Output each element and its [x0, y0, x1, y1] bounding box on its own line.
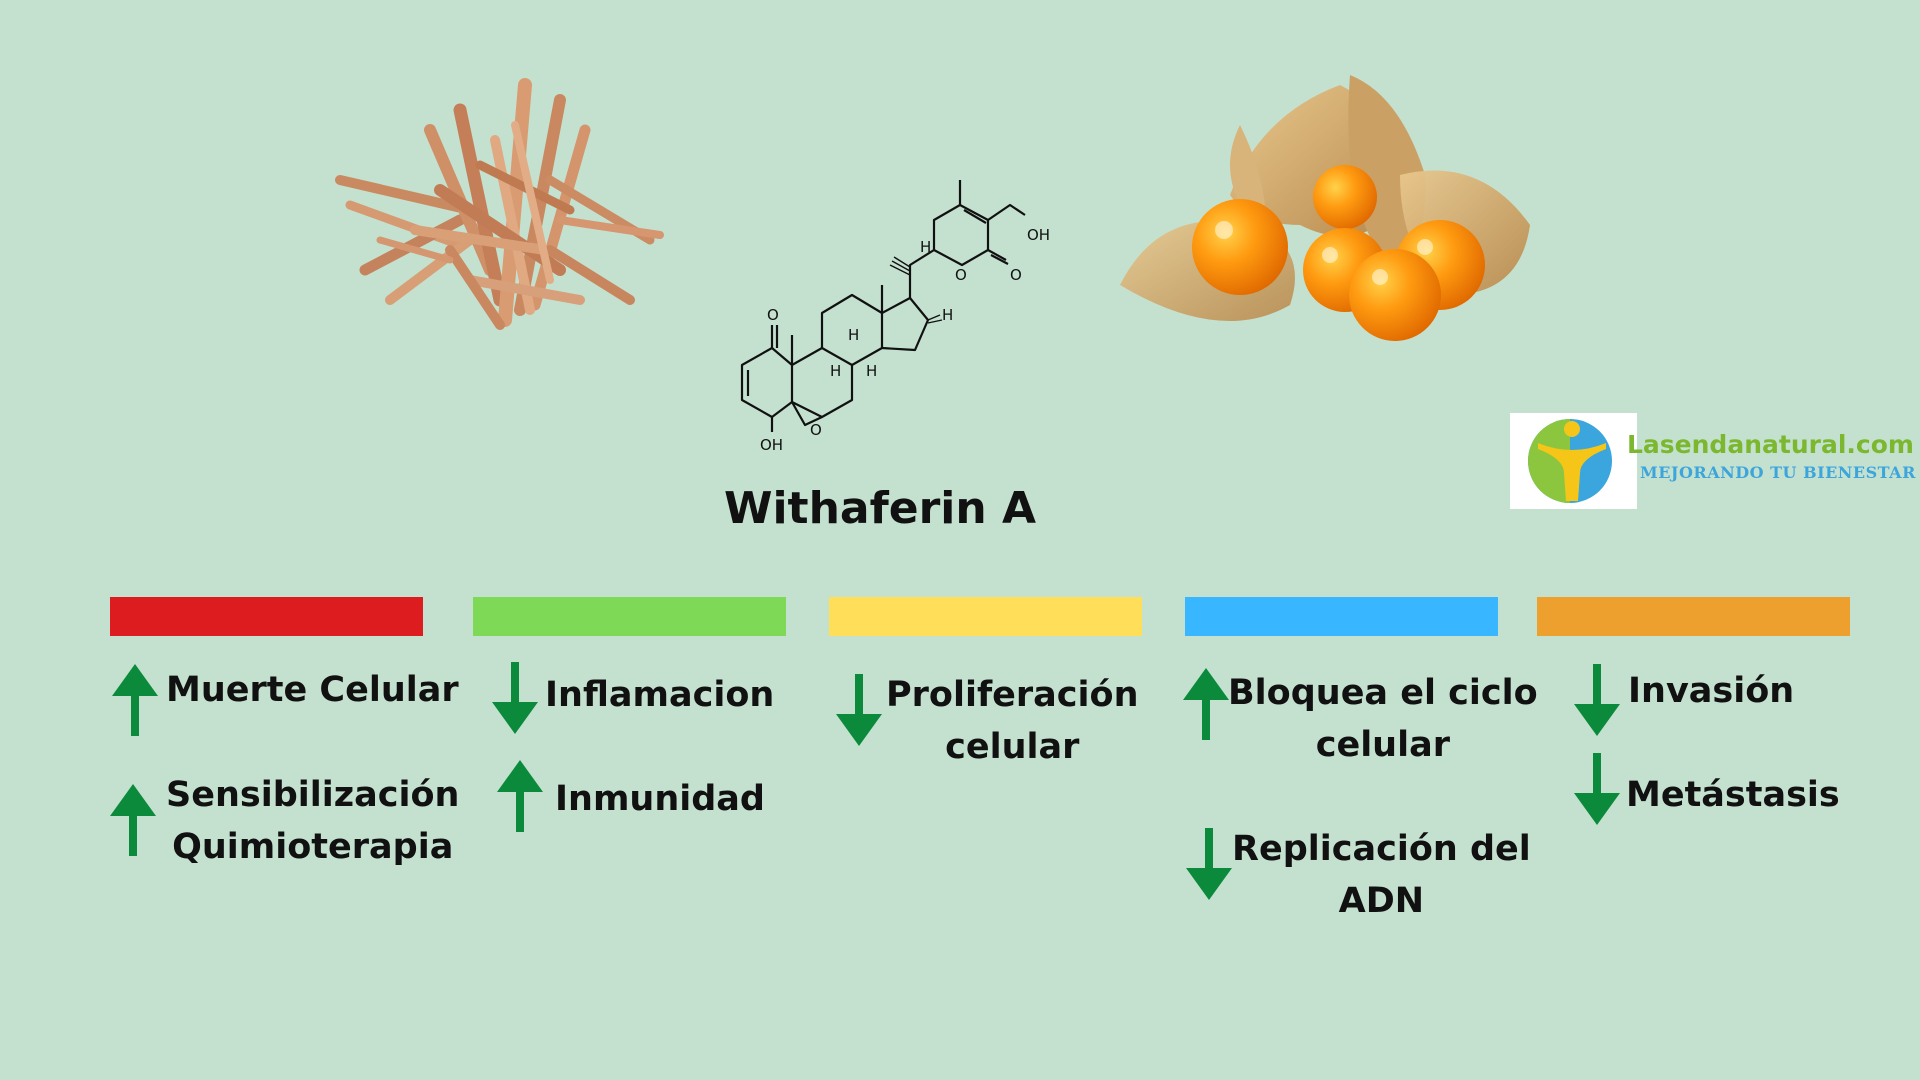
bar-green: [473, 597, 786, 636]
arrow-up-icon: [1183, 668, 1229, 744]
logo-figure-icon: [1528, 419, 1612, 503]
arrow-down-icon: [1574, 753, 1620, 829]
bar-orange: [1537, 597, 1850, 636]
arrow-up-icon: [497, 760, 543, 836]
effect-label: Metástasis: [1626, 775, 1840, 815]
molecule-h-d-ring: H: [942, 306, 953, 324]
molecule-lactone-carbonyl-o: O: [1010, 266, 1022, 284]
diagram-title: Withaferin A: [723, 483, 1037, 534]
logo-site-name[interactable]: Lasendanatural.com: [1627, 430, 1914, 459]
effect-label: Invasión: [1628, 671, 1795, 711]
logo-badge: [1510, 413, 1637, 509]
effect-label: Muerte Celular: [166, 670, 459, 710]
withaferin-a-molecule-diagram: O O OH H H H H H O O OH: [740, 180, 1050, 454]
bar-blue: [1185, 597, 1498, 636]
molecule-h-b2: H: [866, 362, 877, 380]
molecule-oh-bottom: OH: [760, 436, 783, 454]
physalis-fruit-image: [1120, 75, 1530, 341]
arrow-down-icon: [492, 662, 538, 738]
ashwagandha-roots-image: [335, 78, 664, 330]
arrow-down-icon: [1186, 828, 1232, 904]
effect-label: Inmunidad: [555, 779, 765, 819]
molecule-h-side: H: [920, 238, 931, 256]
bar-yellow: [829, 597, 1142, 636]
effect-label: Inflamacion: [545, 675, 775, 715]
arrow-up-icon: [112, 664, 158, 740]
arrow-down-icon: [1574, 664, 1620, 740]
molecule-h-c: H: [848, 326, 859, 344]
arrow-down-icon: [836, 674, 882, 750]
bar-red: [110, 597, 423, 636]
molecule-oh-top: OH: [1027, 226, 1050, 244]
logo-tagline: MEJORANDO TU BIENESTAR: [1640, 463, 1916, 482]
arrow-up-icon: [110, 784, 156, 860]
molecule-h-b1: H: [830, 362, 841, 380]
molecule-ketone-o: O: [767, 306, 779, 324]
molecule-lactone-o: O: [955, 266, 967, 284]
molecule-epoxide-o: O: [810, 421, 822, 439]
